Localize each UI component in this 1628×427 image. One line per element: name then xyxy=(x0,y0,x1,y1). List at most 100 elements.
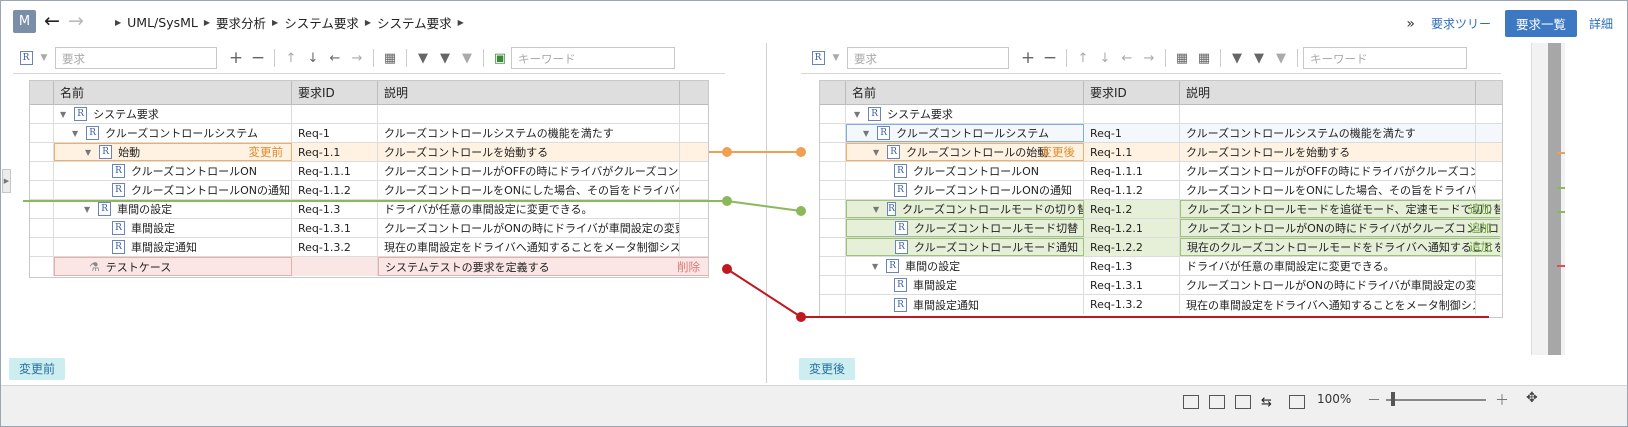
tree-cell[interactable]: R クルーズコントロールON xyxy=(846,162,1084,180)
move-up-icon[interactable]: ↑ xyxy=(1077,50,1089,66)
double-chevron-icon[interactable]: » xyxy=(1406,15,1415,32)
add-icon[interactable]: + xyxy=(228,48,244,68)
requirement-desc[interactable]: クルーズコントロールがOFFの時にドライバがクルーズコントロールのONを… xyxy=(378,162,680,180)
requirement-desc[interactable]: クルーズコントロールがOFFの時にドライバがクルーズコントロールのON… xyxy=(1180,162,1476,180)
app-logo[interactable]: M xyxy=(13,10,36,33)
table-row[interactable]: R 車間設定 Req-1.3.1 クルーズコントロールがONの時にドライバが車間… xyxy=(30,219,708,238)
collapse-triangle-icon[interactable]: ▼ xyxy=(72,128,79,138)
requirement-id[interactable]: Req-1.1.2 xyxy=(292,181,378,199)
requirement-id[interactable]: Req-1 xyxy=(292,124,378,142)
chevron-down-icon[interactable]: ▼ xyxy=(832,53,840,63)
fullscreen-icon[interactable]: ✥ xyxy=(1526,390,1538,406)
table-row[interactable]: ▼ R システム要求 xyxy=(30,105,708,124)
tree-cell[interactable]: R クルーズコントロールモード切替 xyxy=(846,219,1084,237)
tree-cell[interactable]: R クルーズコントロールONの通知 xyxy=(846,181,1084,199)
collapse-triangle-icon[interactable]: ▼ xyxy=(85,147,92,157)
chevron-down-icon[interactable]: ▼ xyxy=(40,53,48,63)
requirement-desc[interactable]: ドライバが任意の車間設定に変更できる。 xyxy=(1180,257,1476,275)
detail-link[interactable]: 詳細 xyxy=(1588,17,1613,31)
requirement-desc-cell[interactable]: クルーズコントロールモードを追従モード、定速モードで切り替える 追加 xyxy=(1180,200,1500,218)
tree-cell[interactable]: ▼ R クルーズコントロールシステム xyxy=(846,124,1084,142)
table-row-added[interactable]: R クルーズコントロールモード通知 Req-1.2.2 現在のクルーズコントロー… xyxy=(820,238,1502,257)
zoom-in-icon[interactable]: ＋ xyxy=(1495,393,1509,409)
zoom-out-icon[interactable]: － xyxy=(1367,393,1381,409)
table-row[interactable]: R クルーズコントロールONの通知 Req-1.1.2 クルーズコントロールをO… xyxy=(820,181,1502,200)
requirement-desc[interactable]: クルーズコントロールをONにした場合、その旨をドライバへ通知すること… xyxy=(1180,181,1476,199)
requirement-type-icon[interactable]: R xyxy=(807,47,829,69)
filter-input[interactable]: 要求 xyxy=(55,47,217,69)
filter-clear-icon[interactable]: ▼ xyxy=(462,50,472,66)
tree-cell[interactable]: R 車間設定通知 xyxy=(54,238,292,256)
tree-view-link[interactable]: 要求ツリー xyxy=(1430,17,1491,31)
requirement-desc[interactable]: クルーズコントロールシステムの機能を満たす xyxy=(378,124,680,142)
tree-cell[interactable]: ▼ R 車間の設定 xyxy=(54,200,292,218)
column-header-name[interactable]: 名前 xyxy=(54,81,292,104)
requirement-id[interactable]: Req-1.3.1 xyxy=(292,219,378,237)
requirement-id[interactable]: Req-1.1 xyxy=(292,143,378,161)
table-row-selected[interactable]: ▼ R クルーズコントロールシステム Req-1 クルーズコントロールシステムの… xyxy=(820,124,1502,143)
filter-check-icon[interactable]: ▼ xyxy=(1232,50,1242,66)
keyword-input[interactable]: キーワード xyxy=(1303,47,1467,69)
requirement-id[interactable]: Req-1.2 xyxy=(1084,200,1180,218)
requirement-desc[interactable]: クルーズコントロールがONの時にドライバが車間設定の変更を要求し… xyxy=(1180,276,1476,294)
tree-cell[interactable]: ▼ R クルーズコントロールの始動 変更後 xyxy=(846,143,1084,161)
tree-cell[interactable]: R クルーズコントロールON xyxy=(54,162,292,180)
filter-check-icon[interactable]: ▼ xyxy=(418,50,428,66)
requirement-id[interactable] xyxy=(292,257,378,276)
forward-arrow-icon[interactable]: → xyxy=(68,10,84,32)
requirement-desc[interactable]: クルーズコントロールを始動する xyxy=(1180,143,1476,161)
breadcrumb-item[interactable]: UML/SysML xyxy=(127,15,198,30)
table-columns-icon[interactable]: ▦ xyxy=(383,50,397,66)
requirement-type-icon[interactable]: R xyxy=(15,47,37,69)
requirement-id[interactable]: Req-1.1.1 xyxy=(1084,162,1180,180)
add-icon[interactable]: + xyxy=(1020,48,1036,68)
requirement-id[interactable]: Req-1.2.2 xyxy=(1084,238,1180,256)
filter-text-icon[interactable]: ▼ xyxy=(440,50,450,66)
zoom-slider[interactable] xyxy=(1386,399,1486,401)
tree-cell[interactable]: R 車間設定 xyxy=(54,219,292,237)
chevron-right-icon[interactable]: ▶ xyxy=(457,18,464,27)
table-row[interactable]: R クルーズコントロールON Req-1.1.1 クルーズコントロールがOFFの… xyxy=(30,162,708,181)
requirement-desc[interactable]: クルーズコントロールをONにした場合、その旨をドライバへ通知することを… xyxy=(378,181,680,199)
requirement-id[interactable]: Req-1.3.2 xyxy=(292,238,378,256)
breadcrumb-item[interactable]: システム要求 xyxy=(376,16,452,31)
tree-cell[interactable]: ▼ R 始動 変更前 xyxy=(54,143,292,161)
table-row[interactable]: ▼ R 車間の設定 Req-1.3 ドライバが任意の車間設定に変更できる。 xyxy=(820,257,1502,276)
requirement-id[interactable]: Req-1.3.1 xyxy=(1084,276,1180,294)
column-header-desc[interactable]: 説明 xyxy=(378,81,680,104)
requirement-desc-cell[interactable]: システムテストの要求を定義する 削除 xyxy=(378,257,708,276)
sync-scroll-icon[interactable]: ⇆ xyxy=(1261,395,1272,410)
requirement-desc-cell[interactable]: 現在のクルーズコントロールモードをドライバへ通知することをメータ制… 追加 xyxy=(1180,238,1500,256)
outdent-icon[interactable]: ← xyxy=(1121,50,1133,66)
table-row-changed[interactable]: ▼ R 始動 変更前 Req-1.1 クルーズコントロールを始動する xyxy=(30,143,708,162)
breadcrumb-item[interactable]: システム要求 xyxy=(284,16,359,31)
indent-icon[interactable]: → xyxy=(351,50,363,66)
pane-divider[interactable] xyxy=(766,43,767,383)
table-check-icon[interactable]: ▦ xyxy=(1197,50,1211,66)
requirement-desc[interactable]: クルーズコントロールがONの時にドライバが車間設定の変更を要求した… xyxy=(378,219,680,237)
filter-text-icon[interactable]: ▼ xyxy=(1254,50,1264,66)
remove-icon[interactable]: − xyxy=(1042,48,1058,68)
collapse-triangle-icon[interactable]: ▼ xyxy=(863,128,870,138)
requirement-id[interactable]: Req-1.2.1 xyxy=(1084,219,1180,237)
move-up-icon[interactable]: ↑ xyxy=(285,50,297,66)
table-row-added[interactable]: R クルーズコントロールモード切替 Req-1.2.1 クルーズコントロールがO… xyxy=(820,219,1502,238)
table-row[interactable]: R クルーズコントロールONの通知 Req-1.1.2 クルーズコントロールをO… xyxy=(30,181,708,200)
indent-icon[interactable]: → xyxy=(1143,50,1155,66)
side-panel-toggle[interactable]: ▶ xyxy=(2,169,11,193)
filter-clear-icon[interactable]: ▼ xyxy=(1276,50,1286,66)
layout-left-icon[interactable] xyxy=(1183,395,1199,409)
tree-cell[interactable]: ⚗ テストケース xyxy=(54,257,292,276)
tree-cell[interactable]: R 車間設定通知 xyxy=(846,295,1084,314)
requirement-id[interactable]: Req-1.3 xyxy=(292,200,378,218)
requirement-desc[interactable] xyxy=(378,105,680,123)
requirement-id[interactable]: Req-1.1.2 xyxy=(1084,181,1180,199)
layout-top-icon[interactable] xyxy=(1209,395,1225,409)
tree-cell[interactable]: ▼ R システム要求 xyxy=(846,105,1084,123)
tree-cell[interactable]: ▼ R 車間の設定 xyxy=(846,257,1084,275)
list-view-button[interactable]: 要求一覧 xyxy=(1504,10,1577,37)
requirement-id[interactable]: Req-1.3.2 xyxy=(1084,295,1180,314)
column-header-desc[interactable]: 説明 xyxy=(1180,81,1476,104)
table-row[interactable]: ▼ R クルーズコントロールシステム Req-1 クルーズコントロールシステムの… xyxy=(30,124,708,143)
table-row[interactable]: R 車間設定通知 Req-1.3.2 現在の車間設定をドライバへ通知することをメ… xyxy=(820,295,1502,314)
